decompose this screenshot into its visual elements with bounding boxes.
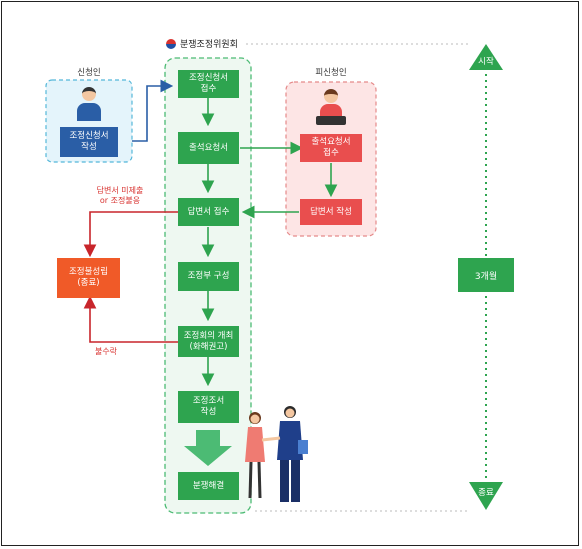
step-panel-formation: 조정부 구성 <box>178 262 239 291</box>
timeline-period-box: 3개월 <box>458 258 514 292</box>
step-dispute-resolved: 분쟁해결 <box>178 472 239 500</box>
respondent-receive-box: 출석요청서 접수 <box>300 134 362 162</box>
timeline-end-label: 종료 <box>478 488 494 498</box>
step-answer-receipt: 답변서 접수 <box>178 198 239 226</box>
big-down-arrow <box>184 430 232 466</box>
failure-box: 조정불성립 (종료) <box>57 258 120 298</box>
applicant-person-icon <box>77 87 101 127</box>
step-mediation-meeting: 조정회의 개최 (화해권고) <box>178 326 239 357</box>
applicant-box: 조정신청서 작성 <box>60 127 118 157</box>
taegeuk-icon <box>166 38 176 49</box>
step-record-creation: 조정조서 작성 <box>178 391 239 423</box>
timeline-start-arrow <box>469 44 503 70</box>
respondent-person-icon <box>316 89 346 129</box>
timeline-end-arrow <box>469 482 503 510</box>
note-reject: 불수락 <box>94 347 118 356</box>
handshake-illustration <box>240 400 320 505</box>
respondent-title: 피신청인 <box>315 68 347 78</box>
applicant-title: 신청인 <box>77 68 101 78</box>
note-nonsubmit: 답변서 미제출 or 조정불응 <box>96 186 144 205</box>
timeline-start-label: 시작 <box>478 57 494 67</box>
org-label: 분쟁조정위원회 <box>180 40 238 50</box>
org-header: 분쟁조정위원회 <box>166 37 238 50</box>
respondent-answer-box: 답변서 작성 <box>300 199 362 225</box>
step-application-receipt: 조정신청서 접수 <box>178 70 239 98</box>
step-attendance-request: 출석요청서 <box>178 132 239 164</box>
